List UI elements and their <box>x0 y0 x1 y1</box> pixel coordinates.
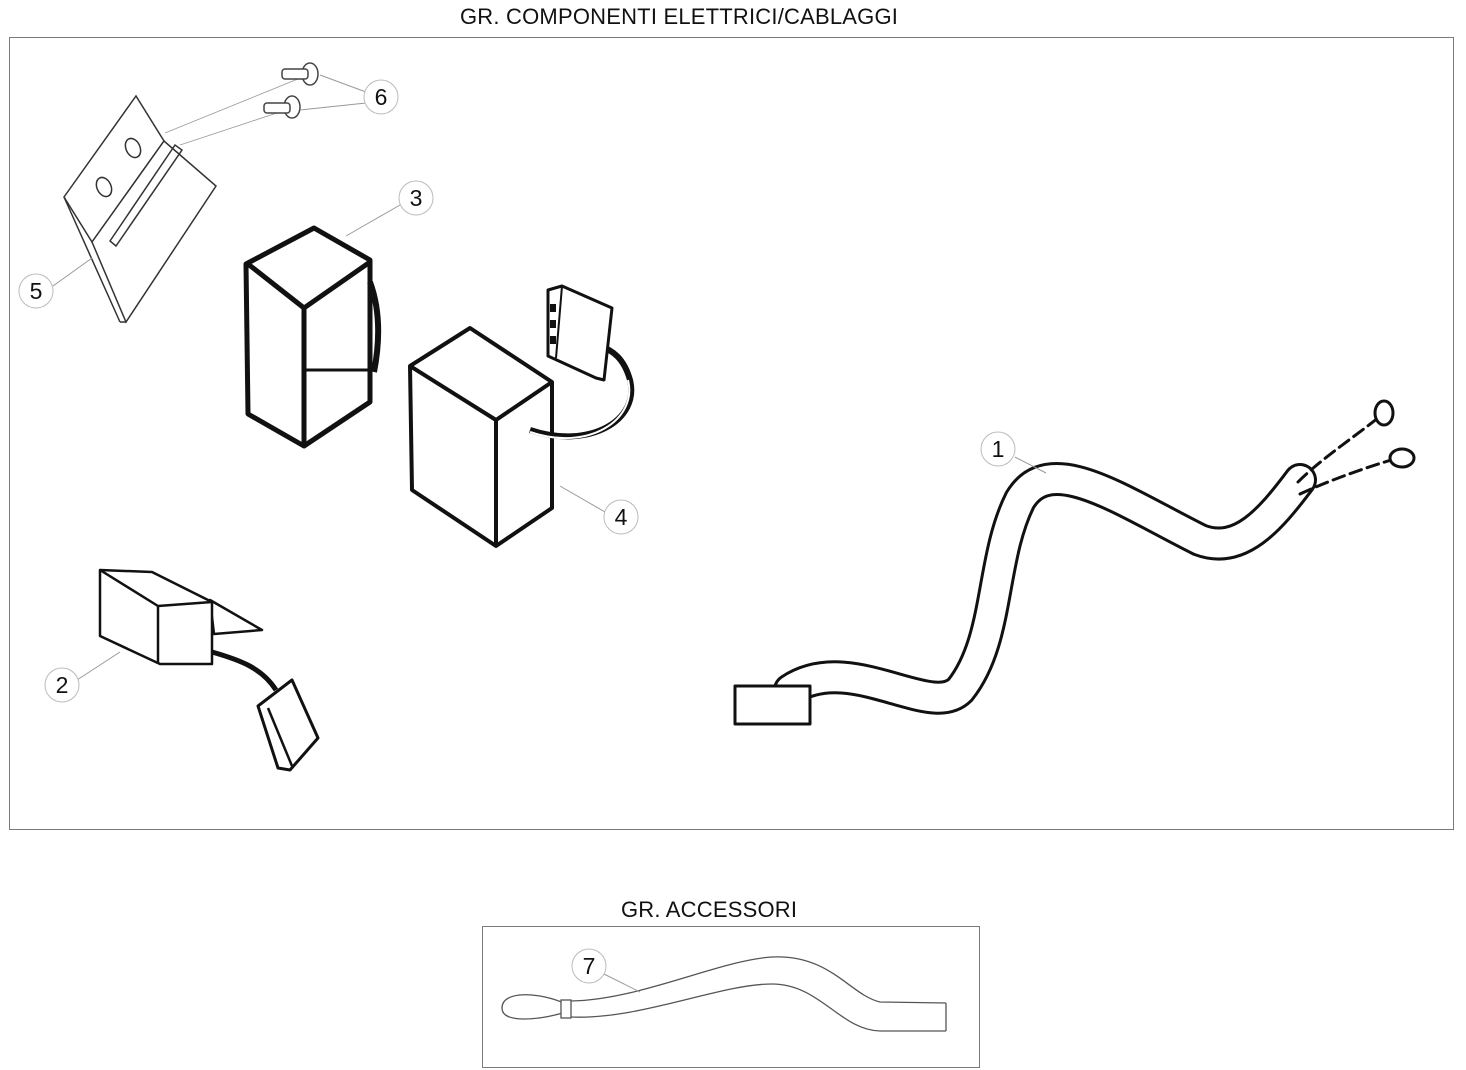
svg-text:6: 6 <box>375 84 388 110</box>
callout-4: 4 <box>603 499 639 535</box>
part-1-wiring-harness[interactable] <box>733 399 1416 726</box>
svg-text:1: 1 <box>992 436 1005 462</box>
electrical-group-frame <box>9 37 1454 830</box>
part-3-box[interactable] <box>243 225 382 449</box>
part-6-screws[interactable] <box>164 62 319 146</box>
callout-5: 5 <box>18 273 54 309</box>
callout-7: 7 <box>571 948 607 984</box>
callout-6: 6 <box>363 79 399 115</box>
callout-1: 1 <box>980 431 1016 467</box>
part-4-relay[interactable] <box>408 284 635 548</box>
leader-lines <box>52 74 1047 993</box>
svg-text:3: 3 <box>410 185 423 211</box>
electrical-group-title: GR. COMPONENTI ELETTRICI/CABLAGGI <box>460 4 899 29</box>
svg-text:5: 5 <box>30 278 43 304</box>
part-5-bracket[interactable] <box>63 94 217 324</box>
part-2-module[interactable] <box>98 568 320 772</box>
svg-text:4: 4 <box>615 504 628 530</box>
accessories-group-frame <box>482 926 980 1068</box>
callout-2: 2 <box>44 667 80 703</box>
part-7-lanyard[interactable] <box>501 956 947 1032</box>
callout-3: 3 <box>398 180 434 216</box>
svg-text:2: 2 <box>56 672 69 698</box>
accessories-group-title: GR. ACCESSORI <box>621 897 798 922</box>
svg-text:7: 7 <box>583 953 596 979</box>
